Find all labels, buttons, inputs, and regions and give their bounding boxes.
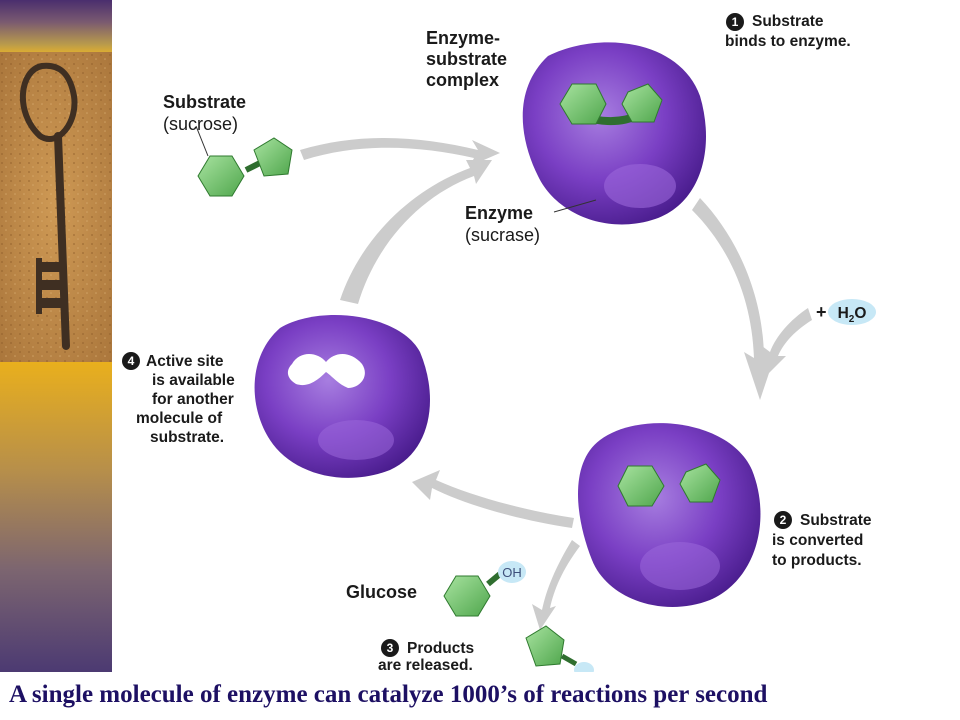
sidebar-decoration <box>0 0 112 672</box>
enzyme-empty <box>254 315 430 478</box>
step-number-badge <box>774 511 792 529</box>
arrow-convert <box>692 198 776 400</box>
cycle-arrows <box>300 137 812 630</box>
caption-text: A single molecule of enzyme can catalyze… <box>9 681 768 708</box>
arrow-return <box>340 160 492 304</box>
fructose-pentagon-icon <box>679 463 721 503</box>
step-4-text: Active site is available for another mol… <box>136 353 239 446</box>
complex-label: Enzyme- substrate complex <box>426 28 512 90</box>
enzyme-with-products <box>578 423 761 607</box>
plus-label: + <box>816 302 827 322</box>
svg-text:1: 1 <box>732 15 739 29</box>
caption-bar: A single molecule of enzyme can catalyze… <box>0 672 960 720</box>
step-number-badge <box>381 639 399 657</box>
released-fructose <box>525 625 594 672</box>
fructose-pentagon-icon <box>253 137 293 177</box>
arrow-release <box>412 470 574 528</box>
enzyme-substrate-complex <box>522 42 706 225</box>
enzyme-pointer <box>553 199 597 213</box>
oh-label: OH <box>502 565 522 580</box>
arrow-water <box>762 308 812 376</box>
glucose-hexagon-icon <box>559 83 607 125</box>
key-icon <box>19 62 78 350</box>
svg-text:2: 2 <box>780 513 787 527</box>
svg-text:3: 3 <box>387 641 394 655</box>
step-3: 3 Products are released. <box>378 639 479 672</box>
substrate-label: Substrate (sucrose) <box>163 92 251 134</box>
fructose-pentagon-icon <box>621 83 663 123</box>
glucose-hexagon-icon <box>443 575 491 617</box>
substrate-sucrose <box>195 125 293 197</box>
step-number-badge <box>726 13 744 31</box>
water-formula: H2O <box>838 305 867 325</box>
step-number-badge <box>122 352 140 370</box>
step-1-text: Substrate binds to enzyme. <box>725 13 851 50</box>
fructose-pentagon-icon <box>525 625 565 667</box>
enzyme-cycle-diagram: OH + H2O Enzyme- substrate complex Subst… <box>122 13 876 672</box>
svg-text:4: 4 <box>128 354 135 368</box>
arrow-substrate-in <box>300 137 500 166</box>
enzyme-label: Enzyme (sucrase) <box>465 203 540 245</box>
glucose-hexagon-icon <box>617 465 665 507</box>
water-badge: + H2O <box>816 299 876 325</box>
released-glucose: OH <box>443 561 526 617</box>
active-site <box>287 354 365 388</box>
glucose-label: Glucose <box>346 582 417 602</box>
step-1: 1 Substrate binds to enzyme. <box>725 13 851 50</box>
step-3-text: Products are released. <box>378 640 479 672</box>
step-2: 2 Substrate is converted to products. <box>772 511 876 569</box>
key-photo <box>0 52 112 362</box>
oh-badge <box>574 662 594 672</box>
arrow-products <box>532 540 580 630</box>
step-4: 4 Active site is available for another m… <box>122 352 239 446</box>
step-2-text: Substrate is converted to products. <box>772 512 876 569</box>
oh-badge <box>498 561 526 583</box>
glucose-hexagon-icon <box>197 155 245 197</box>
